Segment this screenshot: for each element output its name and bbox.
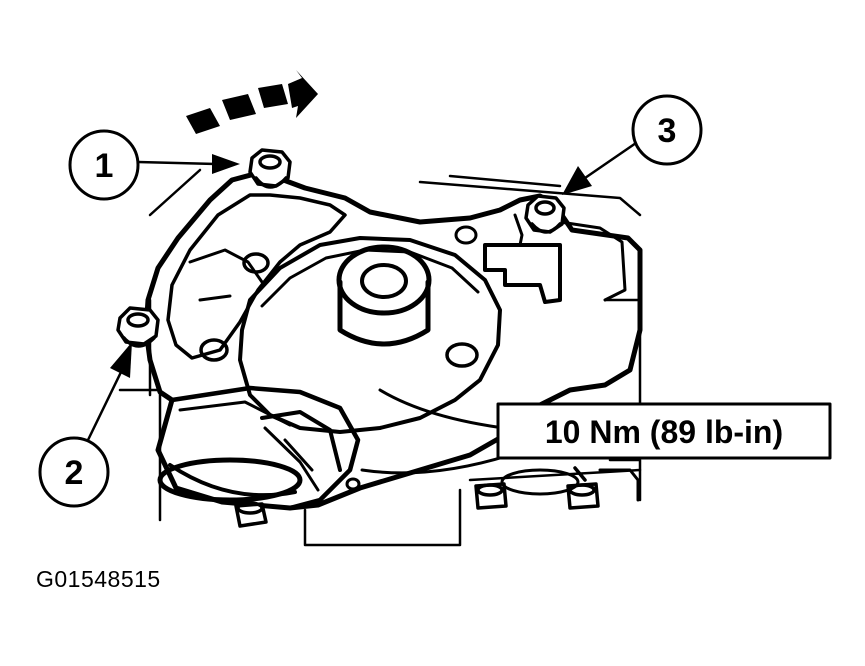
bolt-1	[248, 148, 292, 189]
callout-3-label: 3	[658, 112, 677, 150]
callout-3-leader	[562, 141, 638, 195]
tightening-direction-arrow	[186, 70, 318, 134]
callout-2-circle	[38, 436, 110, 508]
figure-id: G01548515	[36, 566, 161, 592]
callout-1-leader	[136, 154, 240, 174]
callout-3-circle	[631, 94, 703, 166]
callout-1-circle	[68, 129, 140, 201]
bolt-3	[524, 194, 566, 234]
torque-spec-box	[496, 402, 832, 460]
callout-2-label: 2	[65, 454, 84, 492]
torque-spec-label: 10 Nm (89 lb-in)	[545, 414, 783, 450]
lower-bolts	[234, 466, 640, 528]
callout-1-label: 1	[95, 147, 114, 185]
pump-housing	[143, 169, 643, 511]
callout-2-leader	[86, 342, 132, 442]
bolt-2	[116, 306, 160, 348]
